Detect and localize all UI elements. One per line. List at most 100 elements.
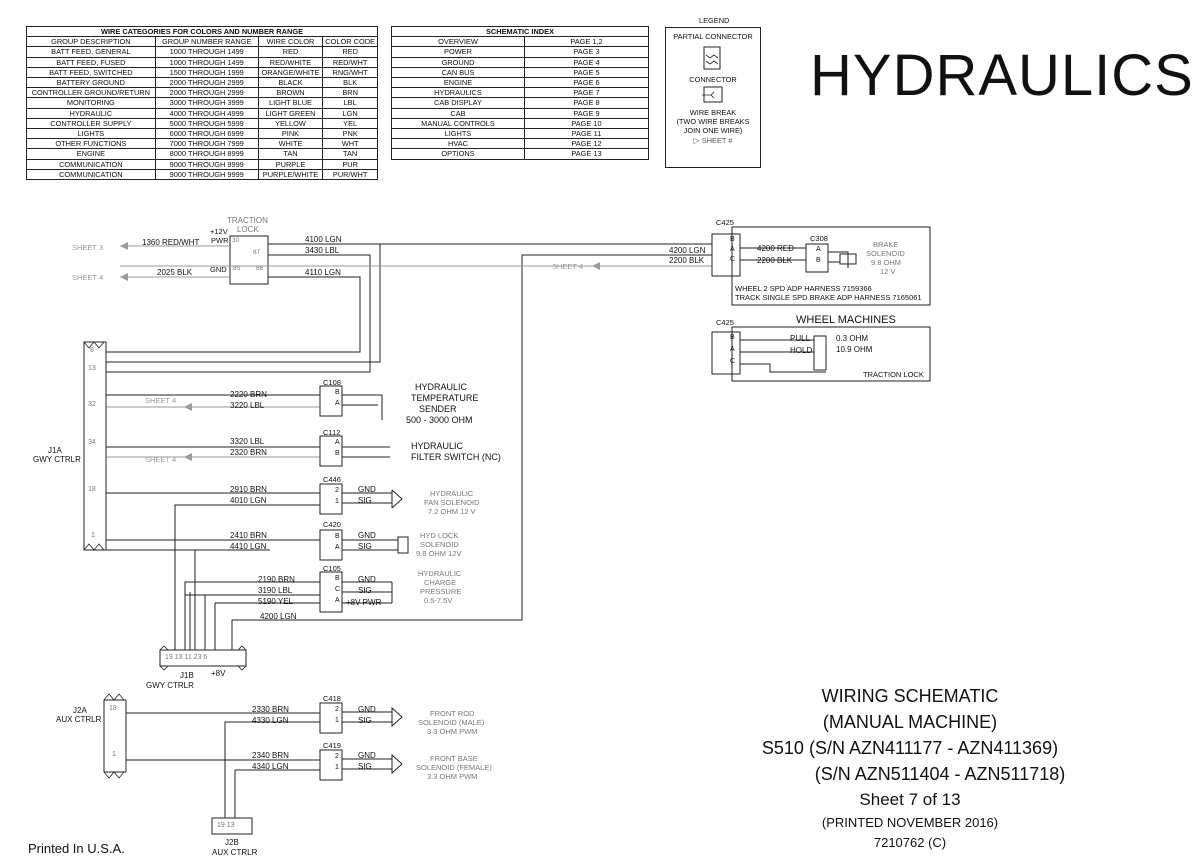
c420-pin-b: B (335, 533, 340, 540)
wire-table-cell: PURPLE/WHITE (257, 168, 324, 181)
chg-pwr: +8V PWR (346, 598, 382, 607)
j1a-pin-32: 32 (88, 401, 96, 408)
header-color-code: COLOR CODE (322, 36, 378, 48)
rod-label-3: 3.3 OHM PWM (427, 727, 478, 736)
j1a-label-1: J1A (48, 446, 62, 455)
wire-table-cell: YEL (322, 117, 378, 130)
j1a-pin-1: 1 (91, 532, 95, 539)
fan-sig: SIG (358, 496, 372, 505)
wire-table-cell: WHT (322, 138, 378, 150)
schematic-index-cell: OVERVIEW (391, 36, 525, 48)
legend-sheet-ref: ▷ SHEET # (666, 136, 760, 145)
traction-lock-label-2: LOCK (237, 225, 259, 234)
relay-pin-85: 85 (233, 265, 241, 272)
wire-table-header: GROUP DESCRIPTION GROUP NUMBER RANGE WIR… (26, 36, 378, 48)
schematic-index-cell: PAGE 12 (524, 138, 649, 150)
c425b-pin-b: B (730, 334, 735, 341)
title-line-2: (MANUAL MACHINE) (822, 712, 998, 732)
schematic-index-cell: PAGE 10 (524, 117, 649, 130)
c308-pin-a: A (816, 246, 821, 253)
schematic-index-cell: OPTIONS (391, 148, 525, 160)
wire-table-cell: LGN (322, 107, 378, 119)
wire-2190: 2190 BRN (258, 575, 295, 584)
schematic-index-cell: POWER (391, 46, 525, 58)
relay-pwr-2: PWR (211, 236, 229, 245)
printed-date: (PRINTED NOVEMBER 2016) (821, 815, 999, 830)
chg-label-2: CHARGE (424, 578, 457, 587)
wire-table-cell: LBL (322, 97, 378, 109)
c419-pin-1: 1 (335, 764, 339, 771)
c108-label: C108 (323, 378, 341, 387)
j1b-pins: 19 13 11 23 6 (165, 654, 208, 661)
sheet-arrow-icon: ▷ (693, 136, 700, 145)
wire-table-cell: TAN (257, 148, 324, 160)
rod-gnd: GND (358, 705, 376, 714)
c418-pin-1: 1 (335, 717, 339, 724)
wire-table-cell: ORANGE/WHITE (257, 66, 324, 79)
harness-1: WHEEL 2 SPD ADP HARNESS 7159366 (735, 284, 872, 293)
legend-partial-connector: PARTIAL CONNECTOR (673, 32, 753, 41)
wire-table-cell: PUR/WHT (322, 168, 378, 181)
wire-2910: 2910 BRN (230, 485, 267, 494)
connector-symbol (702, 86, 723, 103)
schematic-index-cell: PAGE 3 (524, 46, 649, 58)
schematic-index-cell: LIGHTS (391, 128, 525, 140)
c418-pin-2: 2 (335, 706, 339, 713)
schematic-index-cell: PAGE 9 (524, 107, 649, 119)
relay-gnd: GND (210, 265, 227, 274)
wire-2410: 2410 BRN (230, 531, 267, 540)
j2b-label-1: J2B (225, 838, 239, 847)
schematic-index-title: SCHEMATIC INDEX (391, 25, 649, 38)
brake-label-4: 12 V (880, 267, 896, 276)
wire-2330: 2330 BRN (252, 705, 289, 714)
schematic-index-cell: PAGE 1,2 (524, 36, 649, 48)
c112-label: C112 (323, 428, 341, 437)
wire-table-cell: 1000 THROUGH 1499 (154, 56, 259, 68)
j1a-connector (83, 341, 107, 551)
c105-pin-a: A (335, 597, 340, 604)
brake-label-3: 9.8 OHM (871, 258, 902, 267)
schematic-index-cell: PAGE 8 (524, 97, 649, 109)
schematic-index-cell: CAN BUS (391, 66, 525, 79)
wire-4100: 4100 LGN (305, 235, 342, 244)
document-number: 7210762 (C) (873, 835, 947, 850)
c419-label: C419 (323, 741, 341, 750)
relay-pin-87: 87 (253, 249, 261, 256)
wire-table-cell: 1000 THROUGH 1499 (154, 46, 259, 58)
wire-table-cell: BLACK (257, 77, 324, 89)
lock-label-1: HYD LOCK (420, 531, 459, 540)
rod-label-1: FRONT ROD (430, 709, 475, 718)
partial-connector-symbol (703, 46, 721, 70)
sheet-number: Sheet 7 of 13 (859, 790, 961, 809)
lock-label-2: SOLENOID (420, 540, 459, 549)
schematic-index-cell: GROUND (391, 56, 525, 68)
lock-gnd: GND (358, 531, 376, 540)
fan-gnd: GND (358, 485, 376, 494)
rod-sig: SIG (358, 716, 372, 725)
schematic-index-cell: MANUAL CONTROLS (391, 117, 525, 130)
c425a-pin-b: B (730, 236, 735, 243)
relay-pin-86: 86 (256, 265, 264, 272)
ohm-109: 10.9 OHM (836, 345, 873, 354)
wire-table-cell: RED (322, 46, 378, 58)
wire-table-cell: YELLOW (257, 117, 324, 130)
ohm-03: 0.3 OHM (836, 334, 869, 343)
legend-sheet-label: SHEET # (701, 136, 733, 145)
wire-2200-blk: 2200 BLK (757, 256, 793, 265)
wire-table-cell: HYDRAULIC (26, 107, 156, 119)
wire-table-title: WIRE CATEGORIES FOR COLORS AND NUMBER RA… (26, 25, 378, 38)
